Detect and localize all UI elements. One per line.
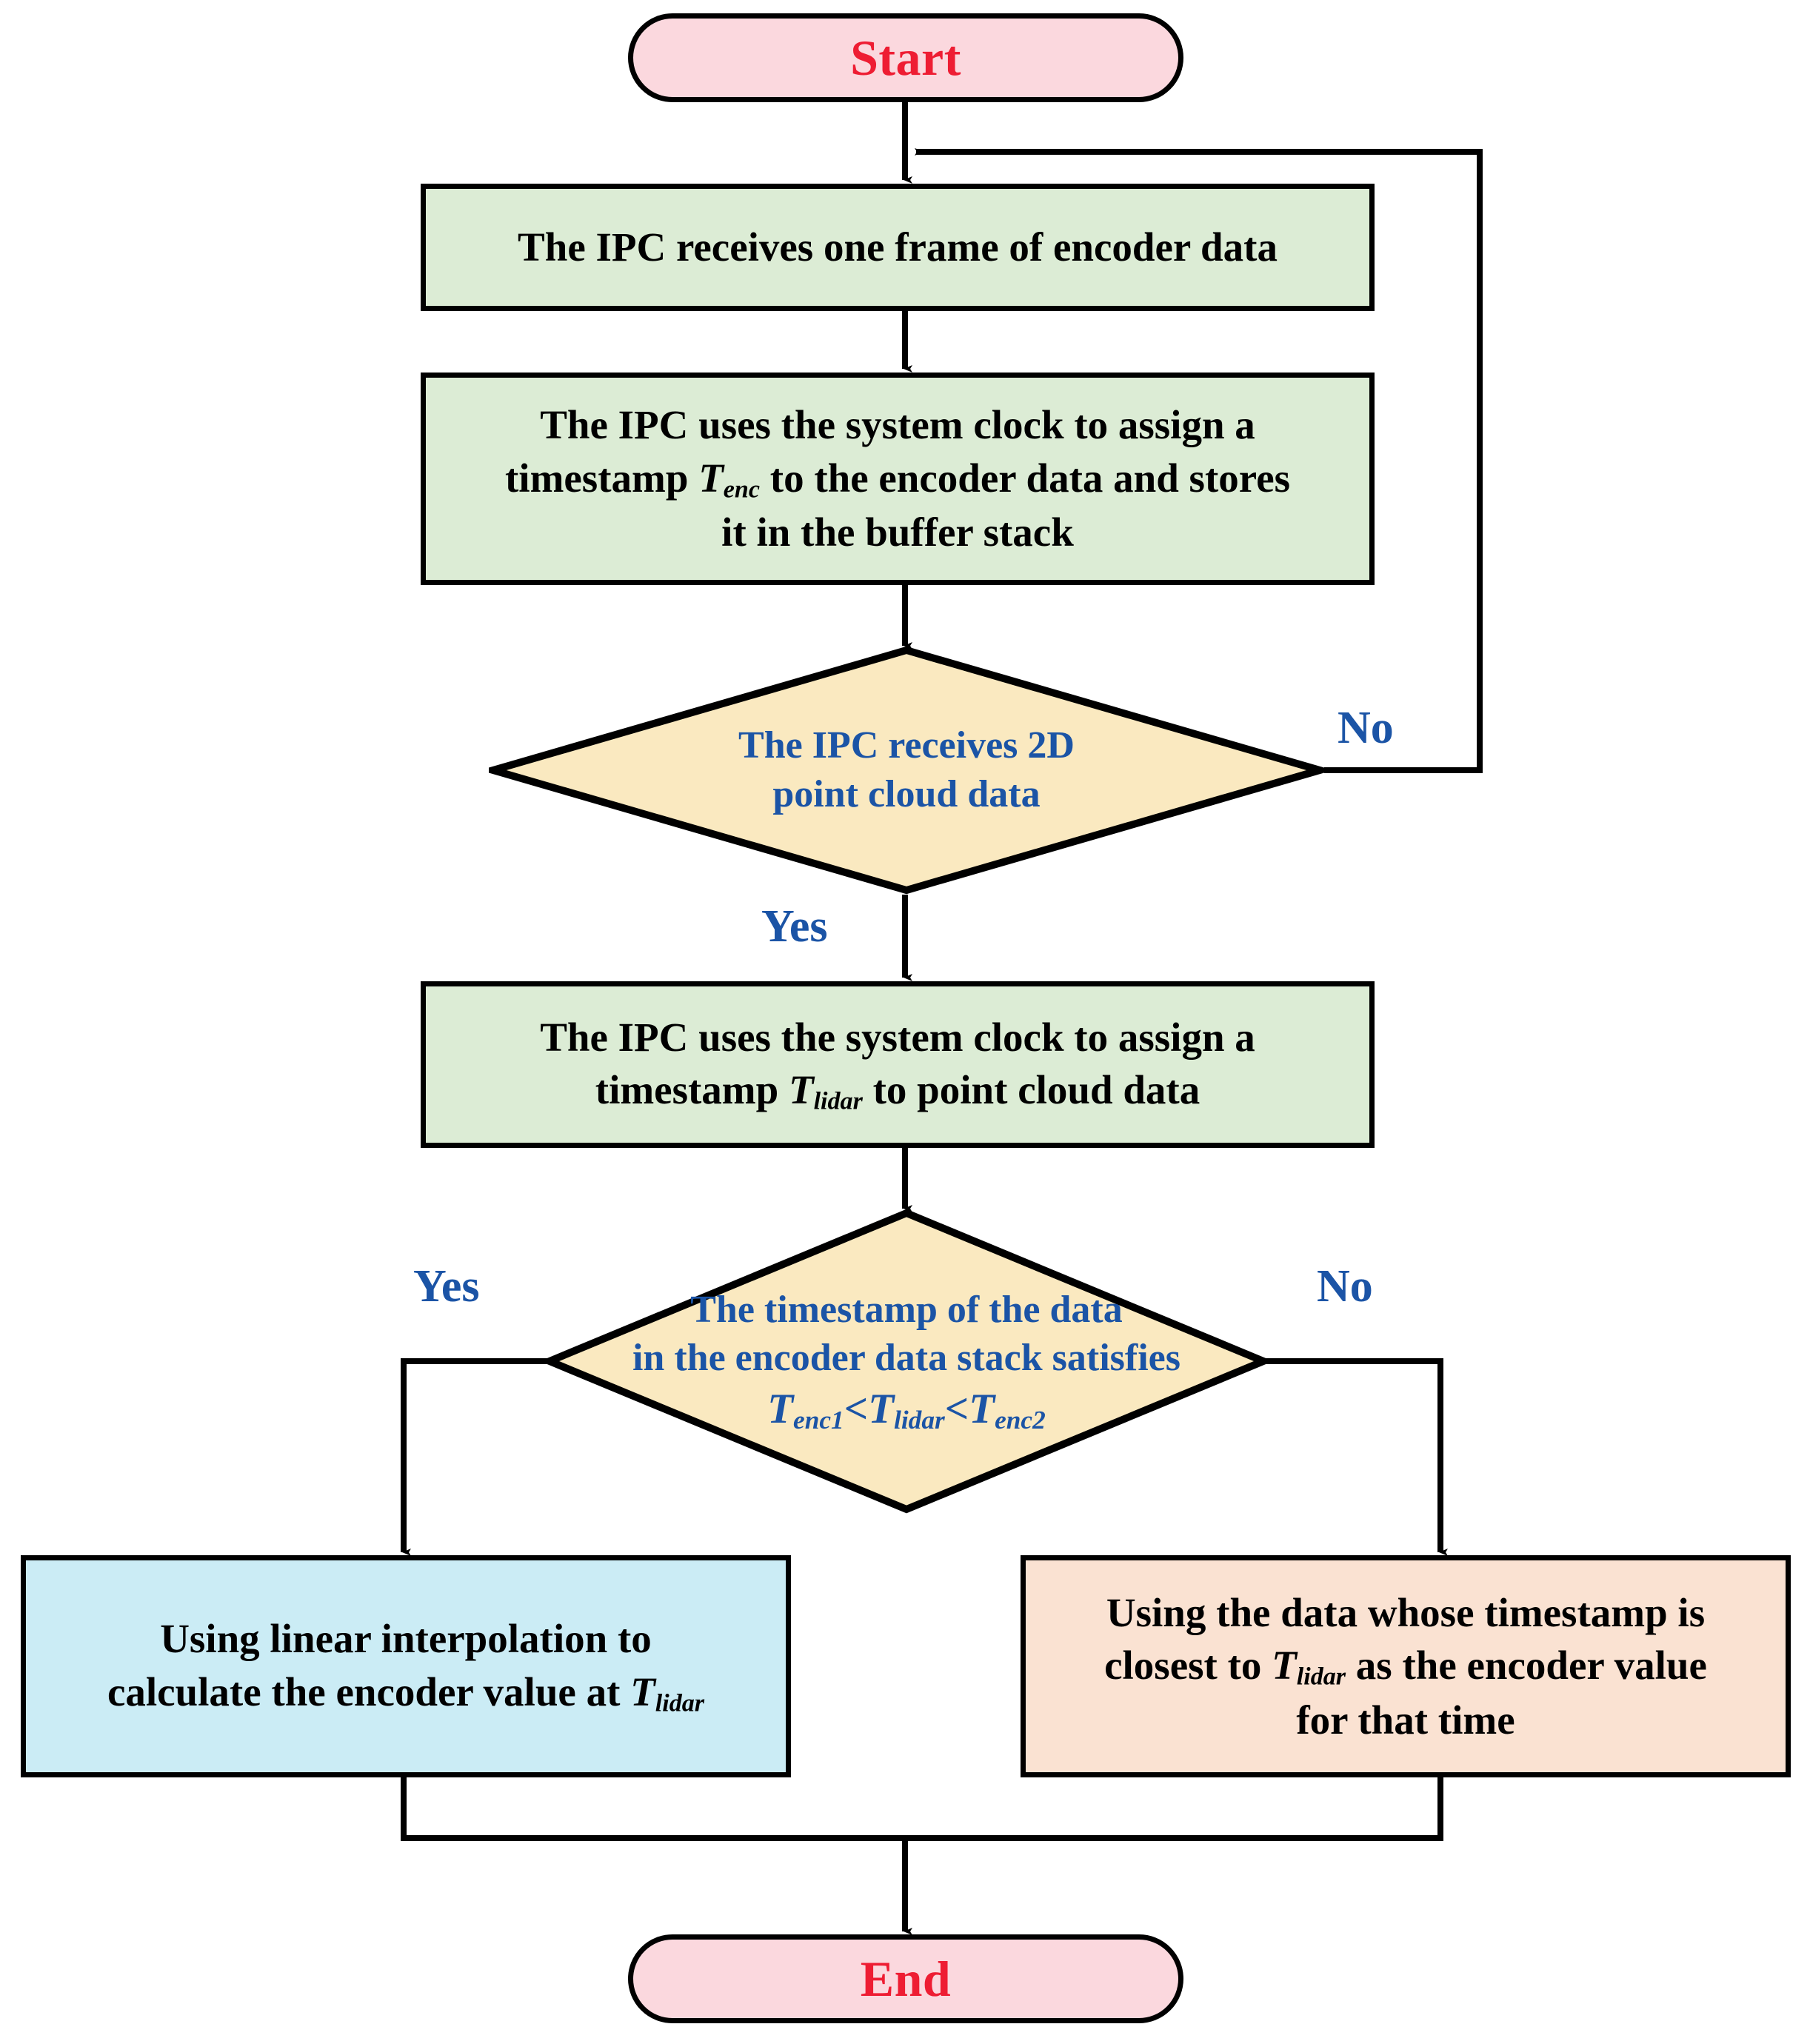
- branch-label-point-cloud-yes: Yes: [761, 901, 828, 952]
- line-2-prefix: closest to: [1104, 1643, 1272, 1689]
- branch-label-interval-no: No: [1317, 1261, 1373, 1312]
- line-2: in the encoder data stack satisfies: [632, 1337, 1180, 1380]
- edge-interpolation-to-merge: [401, 1777, 905, 1841]
- node-nearest-timestamp[interactable]: Using the data whose timestamp is closes…: [1021, 1555, 1791, 1777]
- node-decision-point-cloud-received[interactable]: The IPC receives 2D point cloud data: [489, 646, 1324, 895]
- line-1: Using the data whose timestamp is: [1106, 1589, 1706, 1635]
- node-receive-encoder-data-label: The IPC receives one frame of encoder da…: [518, 224, 1278, 270]
- node-assign-lidar-timestamp-text: The IPC uses the system clock to assign …: [540, 1011, 1255, 1118]
- node-linear-interpolation[interactable]: Using linear interpolation to calculate …: [21, 1555, 791, 1777]
- t-lidar-symbol: Tlidar: [1272, 1643, 1346, 1691]
- line-2-prefix: timestamp: [504, 455, 699, 501]
- node-nearest-timestamp-text: Using the data whose timestamp is closes…: [1104, 1586, 1707, 1747]
- t-lidar-symbol: Tlidar: [630, 1669, 705, 1717]
- line-1: The IPC uses the system clock to assign …: [540, 402, 1255, 448]
- line-2-suffix: to point cloud data: [862, 1067, 1200, 1113]
- node-decision-point-cloud-text: The IPC receives 2D point cloud data: [564, 721, 1249, 818]
- line-2-suffix: as the encoder value: [1346, 1643, 1707, 1689]
- node-start[interactable]: Start: [628, 13, 1183, 102]
- edge-decision2-yes-to-interpolation: [401, 1358, 554, 1556]
- branch-label-interval-yes: Yes: [413, 1261, 480, 1312]
- node-linear-interpolation-text: Using linear interpolation to calculate …: [107, 1612, 704, 1720]
- edge-decision2-no-to-nearest: [1259, 1358, 1448, 1556]
- line-2-prefix: timestamp: [595, 1067, 789, 1113]
- node-decision-timestamp-interval[interactable]: The timestamp of the data in the encoder…: [545, 1209, 1268, 1514]
- line-1: The IPC receives 2D: [738, 724, 1075, 767]
- decision-diamond-shape: [545, 1209, 1268, 1514]
- node-decision-timestamp-interval-text: The timestamp of the data in the encoder…: [545, 1286, 1268, 1437]
- timestamp-inequality-formula: Tenc1<Tlidar<Tenc2: [767, 1385, 1046, 1435]
- t-lidar-symbol: Tlidar: [788, 1067, 863, 1115]
- decision-diamond-shape: [489, 646, 1324, 895]
- node-receive-encoder-data[interactable]: The IPC receives one frame of encoder da…: [421, 184, 1375, 311]
- node-assign-lidar-timestamp[interactable]: The IPC uses the system clock to assign …: [421, 981, 1375, 1148]
- line-1: The timestamp of the data: [690, 1288, 1123, 1331]
- line-1: The IPC uses the system clock to assign …: [540, 1014, 1255, 1060]
- node-assign-encoder-timestamp[interactable]: The IPC uses the system clock to assign …: [421, 373, 1375, 585]
- node-start-label: Start: [850, 29, 961, 86]
- line-1: Using linear interpolation to: [160, 1616, 652, 1662]
- node-end-label: End: [860, 1950, 952, 2007]
- edge-nearest-to-merge: [905, 1777, 1443, 1841]
- t-enc-symbol: Tenc: [698, 455, 761, 504]
- line-2-suffix: to the encoder data and stores: [760, 455, 1291, 501]
- line-2-prefix: calculate the encoder value at: [107, 1669, 631, 1714]
- node-end[interactable]: End: [628, 1934, 1183, 2023]
- line-2: point cloud data: [772, 773, 1041, 815]
- node-assign-encoder-timestamp-text: The IPC uses the system clock to assign …: [505, 398, 1290, 559]
- line-3: it in the buffer stack: [721, 510, 1074, 555]
- line-3: for that time: [1296, 1697, 1515, 1743]
- branch-label-point-cloud-no: No: [1338, 703, 1394, 753]
